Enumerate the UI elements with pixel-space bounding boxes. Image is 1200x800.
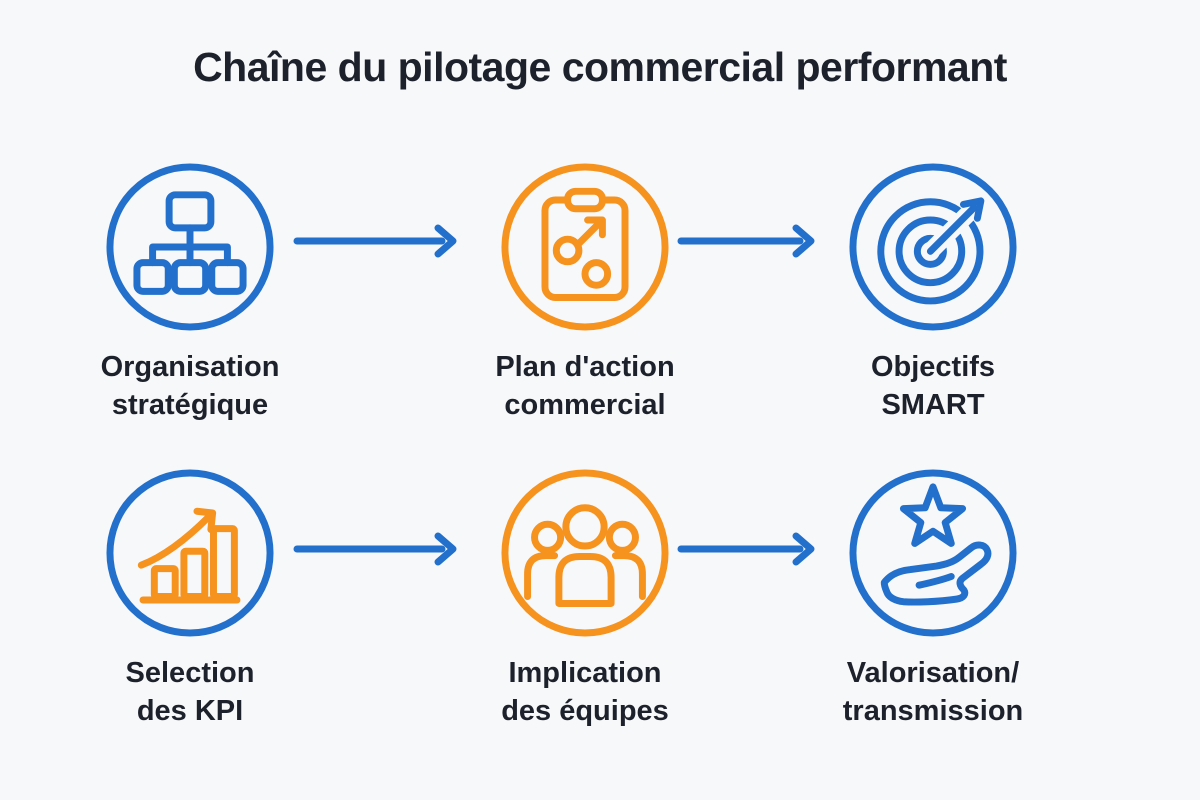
step-label: Implication des équipes <box>501 657 669 727</box>
target-bullseye-icon <box>846 160 1020 334</box>
step-label: Plan d'action commercial <box>495 351 675 421</box>
flow-arrow-icon <box>292 527 462 571</box>
page-title: Chaîne du pilotage commercial performant <box>193 44 1007 90</box>
clipboard-plan-icon <box>498 160 672 334</box>
step-objectifs-smart: Objectifs SMART <box>773 160 1093 424</box>
step-plan-action-commercial: Plan d'action commercial <box>425 160 745 424</box>
flow-arrow-icon <box>676 219 820 263</box>
flow-arrow-icon <box>292 219 462 263</box>
step-organisation-strategique: Organisation stratégique <box>30 160 350 424</box>
step-valorisation-transmission: Valorisation/ transmission <box>773 466 1093 730</box>
step-label: Organisation stratégique <box>100 351 280 421</box>
step-label: Objectifs SMART <box>870 351 996 421</box>
step-implication-equipes: Implication des équipes <box>425 466 745 730</box>
org-chart-icon <box>103 160 277 334</box>
hand-star-icon <box>846 466 1020 640</box>
team-icon <box>498 466 672 640</box>
flow-arrow-icon <box>676 527 820 571</box>
step-label: Valorisation/ transmission <box>842 657 1024 727</box>
growth-chart-icon <box>103 466 277 640</box>
step-label: Selection des KPI <box>125 657 255 727</box>
step-selection-kpi: Selection des KPI <box>30 466 350 730</box>
